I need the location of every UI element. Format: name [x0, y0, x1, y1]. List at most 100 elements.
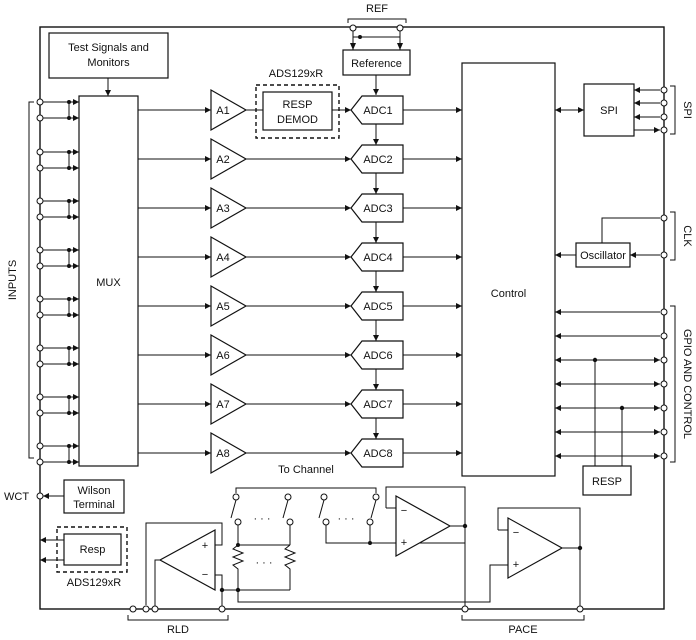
input-pin[interactable]: [36, 246, 44, 254]
amplifier-1: [210, 88, 248, 132]
control-block: [461, 62, 556, 477]
spi-wiring: [555, 87, 660, 133]
spi-pin-1[interactable]: [660, 86, 668, 94]
input-pin[interactable]: [36, 98, 44, 106]
rld-label: RLD: [167, 624, 189, 636]
gpio-side-label: GPIO AND CONTROL: [681, 329, 693, 439]
pace-amp1-minus: −: [401, 505, 407, 517]
clk-bracket: [670, 211, 676, 261]
gpio-pin-1[interactable]: [660, 308, 668, 316]
input-pin[interactable]: [36, 114, 44, 122]
input-pin[interactable]: [36, 360, 44, 368]
ref-pin-1[interactable]: [349, 24, 357, 32]
spi-bracket: [670, 85, 676, 135]
ref-to-adc-wiring: [373, 75, 379, 95]
input-pins: [36, 98, 79, 466]
switch-dots-top-2: · · ·: [337, 513, 354, 525]
switch-dots-resistors: · · ·: [255, 557, 272, 569]
amplifier-8: [210, 431, 248, 475]
input-pin[interactable]: [36, 409, 44, 417]
spi-pin-4[interactable]: [660, 126, 668, 134]
ref-bracket: [347, 18, 407, 23]
test-signals-block: [48, 32, 169, 79]
rld-pin-2[interactable]: [142, 605, 150, 613]
resp-left-dashed-outline: [56, 526, 128, 573]
gpio-pin-6[interactable]: [660, 428, 668, 436]
input-pin[interactable]: [36, 442, 44, 450]
amplifier-label: A5: [216, 301, 229, 313]
rld-bracket: [127, 615, 229, 621]
amplifier-label: A7: [216, 399, 229, 411]
resp-left-wiring: [40, 537, 64, 563]
pace-amp2-minus: −: [513, 527, 519, 539]
amplifier-3: [210, 186, 248, 230]
test-signals-arrow: [105, 78, 111, 96]
rld-pin-4[interactable]: [218, 605, 226, 613]
amplifier-label: A3: [216, 203, 229, 215]
input-pin[interactable]: [36, 393, 44, 401]
adc-label: ADC5: [363, 301, 392, 313]
rld-pin-1[interactable]: [129, 605, 137, 613]
gpio-pin-5[interactable]: [660, 404, 668, 412]
resp-demod-label-2: DEMOD: [277, 114, 318, 126]
amplifier-label: A4: [216, 252, 229, 264]
resp-right-block: [582, 465, 632, 496]
adc-label: ADC6: [363, 350, 392, 362]
amplifier-label: A2: [216, 154, 229, 166]
input-pin[interactable]: [36, 311, 44, 319]
amplifier-2: [210, 137, 248, 181]
spi-pin-2[interactable]: [660, 99, 668, 107]
amplifier-7: [210, 382, 248, 426]
clk-wiring: [555, 217, 660, 258]
mux-label: MUX: [96, 277, 121, 289]
wct-label: WCT: [4, 491, 29, 503]
test-signals-label-2: Monitors: [87, 57, 130, 69]
adc-label: ADC3: [363, 203, 392, 215]
gpio-pin-3[interactable]: [660, 356, 668, 364]
input-pin[interactable]: [36, 213, 44, 221]
input-pin[interactable]: [36, 295, 44, 303]
resp-demod-dashed-outline: [255, 84, 340, 139]
wilson-terminal-block: [63, 479, 125, 514]
pace-bracket: [461, 615, 585, 621]
pace-pin-1[interactable]: [461, 605, 469, 613]
input-pin[interactable]: [36, 458, 44, 466]
ads-top-label: ADS129xR: [269, 68, 323, 80]
pace-amp1-wiring: [370, 486, 468, 609]
rld-amp-minus: −: [202, 569, 208, 581]
amplifier-6: [210, 333, 248, 377]
inputs-bracket: [28, 101, 34, 459]
adc-label: ADC7: [363, 399, 392, 411]
gpio-bracket: [670, 305, 676, 463]
adc-label: ADC1: [363, 105, 392, 117]
input-pin[interactable]: [36, 262, 44, 270]
to-channel-label: To Channel: [278, 464, 334, 476]
amplifier-5: [210, 284, 248, 328]
spi-pin-3[interactable]: [660, 113, 668, 121]
control-label: Control: [491, 288, 526, 300]
switch-dots-top: · · ·: [253, 513, 270, 525]
pace-pin-2[interactable]: [576, 605, 584, 613]
gpio-pin-4[interactable]: [660, 380, 668, 388]
oscillator-label: Oscillator: [580, 250, 626, 262]
input-pin[interactable]: [36, 148, 44, 156]
resp-left-block: [63, 533, 122, 566]
clk-pin-2[interactable]: [660, 251, 668, 259]
amplifier-4: [210, 235, 248, 279]
ref-pin-2[interactable]: [396, 24, 404, 32]
input-pin[interactable]: [36, 344, 44, 352]
gpio-pin-7[interactable]: [660, 452, 668, 460]
wct-pin[interactable]: [36, 492, 44, 500]
ref-wiring: [350, 31, 403, 50]
clk-pin-1[interactable]: [660, 214, 668, 222]
rld-pin-3[interactable]: [151, 605, 159, 613]
gpio-pin-2[interactable]: [660, 332, 668, 340]
input-pin[interactable]: [36, 197, 44, 205]
input-pin[interactable]: [36, 164, 44, 172]
to-channel-switches: [222, 487, 465, 593]
amplifier-label: A8: [216, 448, 229, 460]
ads-bottom-label: ADS129xR: [67, 577, 121, 589]
adc-label: ADC8: [363, 448, 392, 460]
